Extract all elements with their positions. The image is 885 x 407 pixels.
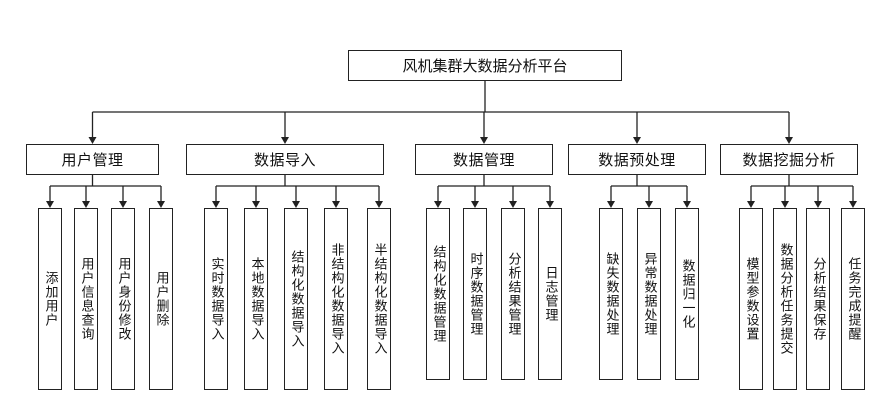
category-label: 数据管理 [452, 151, 515, 169]
leaf-label: 非结构化数据导入 [328, 243, 344, 355]
category-arrow [88, 137, 97, 144]
leaf-label: 缺失数据处理 [603, 252, 619, 336]
leaf-arrow [82, 201, 90, 208]
leaf-arrow [607, 201, 615, 208]
leaf-arrow [212, 201, 220, 208]
leaf-node: 用户信息查询 [74, 208, 98, 390]
leaf-label: 异常数据处理 [641, 252, 657, 336]
category-arrow [480, 137, 488, 144]
category-arrow [281, 137, 289, 144]
category-label: 数据预处理 [598, 151, 676, 169]
leaf-label: 用户信息查询 [78, 257, 94, 341]
leaf-node: 添加用户 [38, 208, 62, 390]
category-label: 数据导入 [253, 151, 316, 169]
leaf-arrow [157, 201, 165, 208]
leaf-label: 用户删除 [153, 271, 169, 327]
leaf-label: 实时数据导入 [208, 257, 224, 341]
leaf-label: 任务完成提醒 [845, 257, 861, 341]
leaf-arrow [781, 201, 789, 208]
leaf-arrow [292, 201, 300, 208]
category-arrow [633, 137, 641, 144]
leaf-node: 半结构化数据导入 [367, 208, 391, 390]
leaf-node: 本地数据导入 [244, 208, 268, 390]
leaf-node: 数据归一化 [675, 208, 699, 380]
leaf-arrow [46, 201, 54, 208]
leaf-node: 任务完成提醒 [841, 208, 865, 390]
leaf-node: 实时数据导入 [204, 208, 228, 390]
leaf-node: 缺失数据处理 [599, 208, 623, 380]
leaf-label: 本地数据导入 [248, 257, 264, 341]
leaf-label: 结构化数据导入 [288, 250, 304, 348]
leaf-label: 半结构化数据导入 [371, 243, 387, 355]
category-label: 数据挖掘分析 [742, 151, 836, 169]
leaf-arrow [471, 201, 479, 208]
root-label: 风机集群大数据分析平台 [402, 57, 568, 75]
leaf-arrow [747, 201, 755, 208]
leaf-node: 日志管理 [538, 208, 562, 380]
leaf-label: 时序数据管理 [467, 252, 483, 336]
leaf-node: 用户身份修改 [111, 208, 135, 390]
leaf-node: 用户删除 [149, 208, 173, 390]
leaf-label: 数据归一化 [679, 259, 695, 329]
leaf-node: 分析结果保存 [806, 208, 830, 390]
leaf-label: 模型参数设置 [743, 257, 759, 341]
leaf-node: 结构化数据导入 [284, 208, 308, 390]
leaf-arrow [119, 201, 127, 208]
leaf-label: 用户身份修改 [115, 257, 131, 341]
category-node: 数据导入 [186, 144, 384, 175]
leaf-arrow [434, 201, 442, 208]
category-node: 用户管理 [26, 144, 159, 175]
leaf-label: 数据分析任务提交 [777, 243, 793, 355]
category-node: 数据预处理 [568, 144, 706, 175]
leaf-arrow [814, 201, 822, 208]
leaf-node: 非结构化数据导入 [324, 208, 348, 390]
leaf-arrow [683, 201, 691, 208]
leaf-arrow [546, 201, 554, 208]
leaf-arrow [252, 201, 260, 208]
category-label: 用户管理 [61, 151, 124, 169]
leaf-label: 添加用户 [42, 271, 58, 327]
category-node: 数据管理 [415, 144, 553, 175]
leaf-node: 时序数据管理 [463, 208, 487, 380]
leaf-node: 异常数据处理 [637, 208, 661, 380]
leaf-arrow [375, 201, 383, 208]
leaf-arrow [509, 201, 517, 208]
leaf-arrow [645, 201, 653, 208]
leaf-label: 分析结果保存 [810, 257, 826, 341]
leaf-node: 数据分析任务提交 [773, 208, 797, 390]
leaf-arrow [332, 201, 340, 208]
category-arrow [785, 137, 793, 144]
leaf-node: 结构化数据管理 [426, 208, 450, 380]
leaf-node: 模型参数设置 [739, 208, 763, 390]
leaf-label: 结构化数据管理 [430, 245, 446, 343]
leaf-arrow [849, 201, 857, 208]
leaf-label: 分析结果管理 [505, 252, 521, 336]
category-node: 数据挖掘分析 [720, 144, 858, 175]
leaf-label: 日志管理 [542, 266, 558, 322]
leaf-node: 分析结果管理 [501, 208, 525, 380]
root-node: 风机集群大数据分析平台 [348, 50, 622, 81]
